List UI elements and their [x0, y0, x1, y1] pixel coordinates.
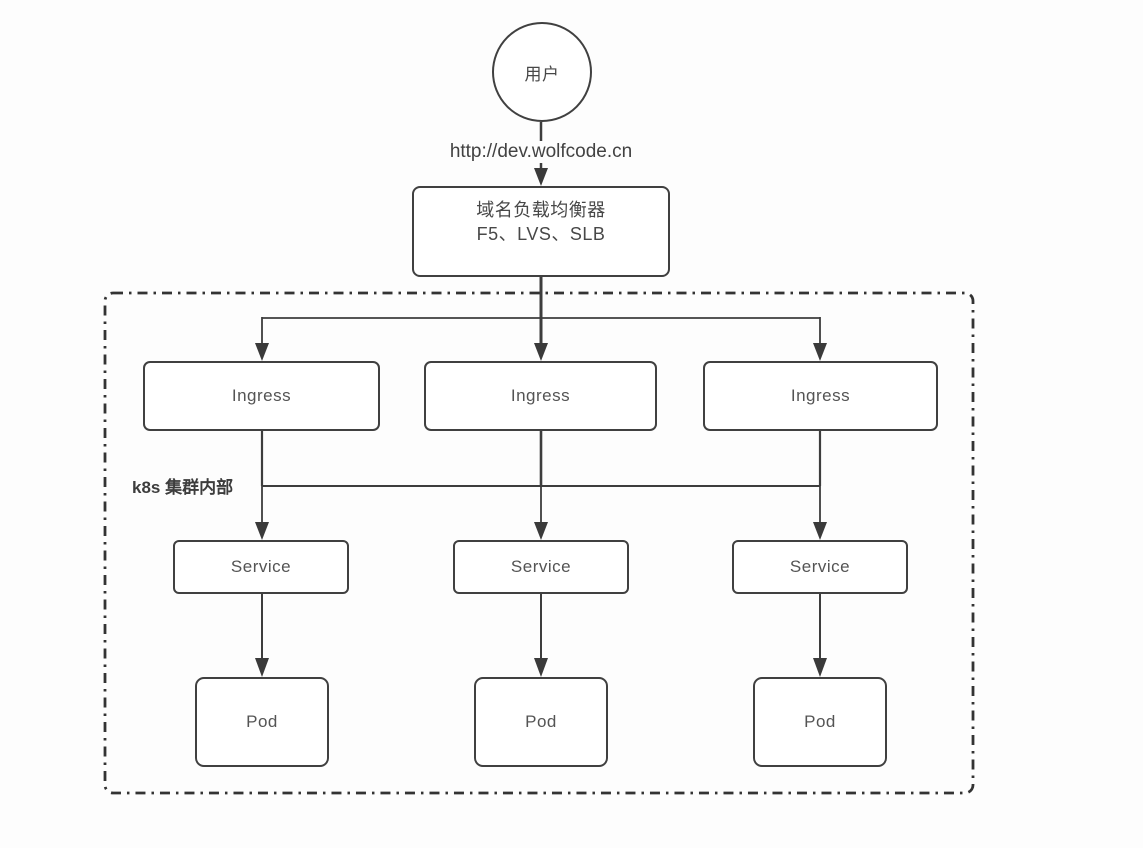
cluster-boundary-label: k8s 集群内部 [132, 473, 240, 498]
service-to-pod-arrows [255, 594, 827, 677]
load-balancer-node: 域名负载均衡器 F5、LVS、SLB [412, 186, 670, 277]
ingress-node-3-label: Ingress [790, 386, 851, 405]
pod-node-3: Pod [753, 677, 887, 767]
user-node: 用户 [492, 22, 592, 122]
branch-lb-to-side-ingresses [255, 317, 827, 361]
pod-node-1: Pod [195, 677, 329, 767]
service-node-3: Service [732, 540, 908, 594]
arrow-lb-to-ingress-2 [534, 277, 548, 361]
ingress-node-1-label: Ingress [231, 386, 292, 405]
ingress-node-3: Ingress [703, 361, 938, 431]
pod-node-3-label: Pod [804, 712, 836, 731]
ingress-node-2: Ingress [424, 361, 657, 431]
service-node-2-label: Service [510, 557, 572, 576]
service-node-2: Service [453, 540, 629, 594]
pod-node-1-label: Pod [246, 712, 278, 731]
pod-node-2-label: Pod [525, 712, 557, 731]
load-balancer-products: F5、LVS、SLB [476, 224, 606, 244]
service-node-1: Service [173, 540, 349, 594]
request-url-label: http://dev.wolfcode.cn [444, 141, 638, 163]
ingress-node-1: Ingress [143, 361, 380, 431]
ingress-to-service-bus [255, 431, 827, 540]
load-balancer-title: 域名负载均衡器 [476, 200, 606, 220]
service-node-3-label: Service [789, 557, 851, 576]
ingress-node-2-label: Ingress [510, 386, 571, 405]
service-node-1-label: Service [230, 557, 292, 576]
pod-node-2: Pod [474, 677, 608, 767]
user-node-label: 用户 [524, 64, 560, 84]
